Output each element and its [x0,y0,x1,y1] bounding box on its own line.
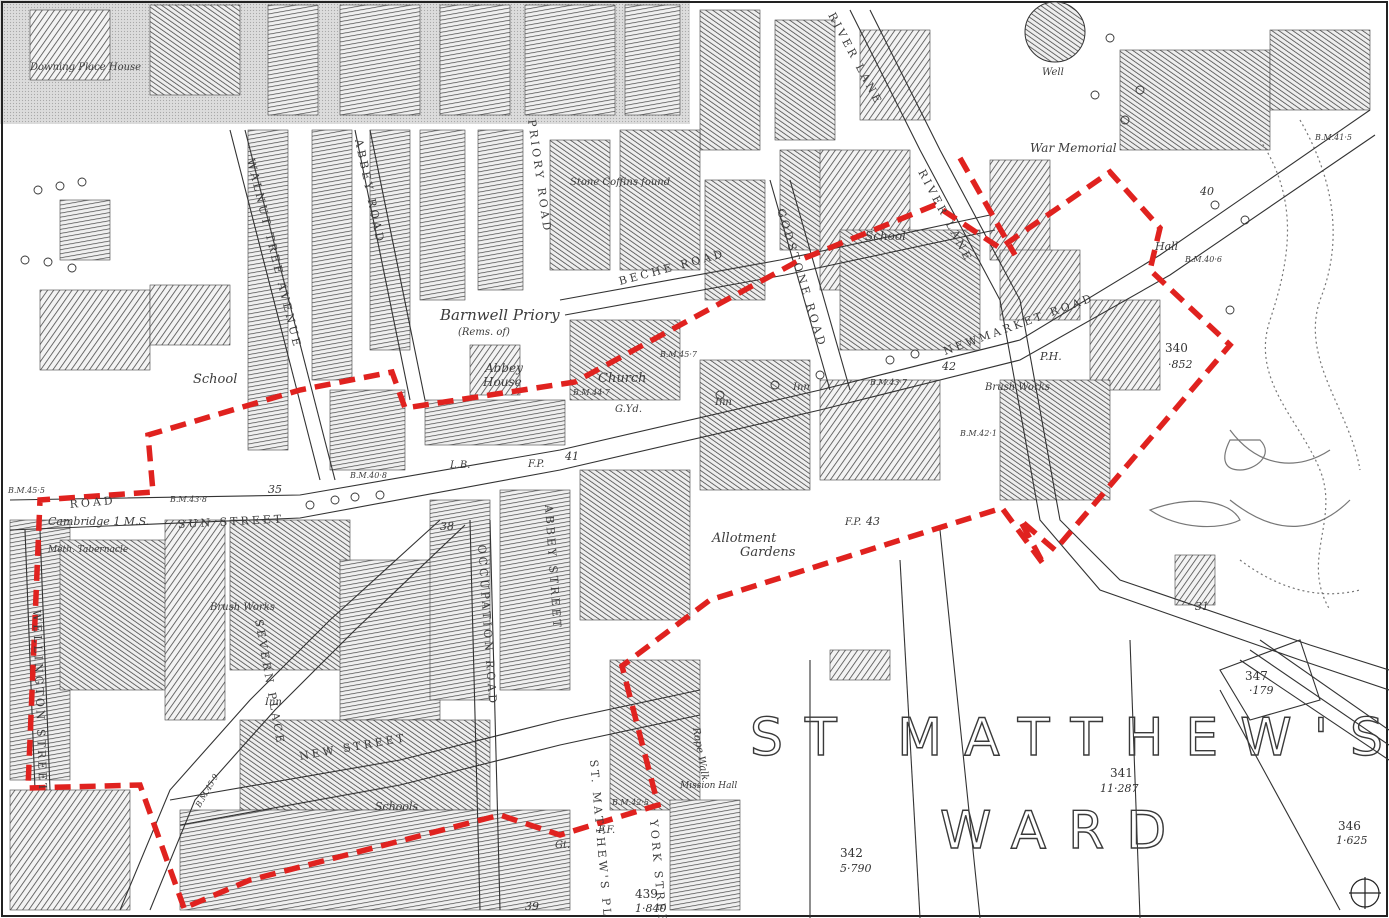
roads [9,9,1389,918]
parcel-numbers: 340 ·852 341 11·287 342 5·790 346 1·625 … [635,341,1368,915]
label-brush-works-east: Brush Works [984,382,1050,393]
trees [20,33,1250,510]
earthworks-east [1148,119,1361,611]
ward-name-line-2: WARD [940,801,1188,861]
parcel-347-number: 347 [1245,669,1268,683]
street-sun-street: SUN STREET [177,512,284,531]
parcel-346-area: 1·625 [1336,834,1368,847]
label-ff: F.F. [597,825,615,836]
building-blocks [9,4,1371,911]
label-remains-of: (Rems. of) [458,327,510,338]
label-meth-tabernacle: Meth. Tabernacle [47,545,128,555]
label-barnwell-priory: Barnwell Priory [439,306,560,324]
label-gyd: G.Yd. [615,404,642,415]
benchmark-1: B.M.41·5 [1314,133,1352,142]
benchmark-3: B.M.42·1 [959,429,997,438]
map-labels: Barnwell Priory (Rems. of) Abbey House C… [29,62,1179,851]
label-fp-1: F.P. [527,459,544,470]
north-point-icon [1349,877,1381,909]
parcel-342-area: 5·790 [840,862,872,875]
parcel-439-number: 439 [635,887,658,901]
benchmark-5: B.M.45·7 [659,350,698,359]
ward-name-line-1: ST MATTHEW'S [750,708,1389,768]
label-ph: P.H. [1039,350,1062,363]
benchmark-8: B.M.43·8 [169,495,207,504]
spot-38: 38 [440,520,454,533]
label-cambridge-ms: Cambridge 1 M.S. [48,515,149,528]
spot-40: 40 [1199,185,1214,198]
label-brush-works-west: Brush Works [209,602,275,613]
benchmark-6: B.M.44·7 [572,388,611,397]
parcel-340-number: 340 [1165,341,1188,355]
benchmark-2: B.M.40·6 [1184,255,1222,264]
spot-41: 41 [564,450,579,463]
benchmark-9: B.M.45·5 [7,486,45,495]
spot-42: 42 [941,360,956,373]
parcel-347-area: ·179 [1249,684,1274,697]
ward-boundary [25,156,1234,911]
label-fp-2: F.P. [844,517,861,528]
label-allotment: Allotment [711,531,777,546]
label-school-west: School [193,372,237,387]
street-road-west: ROAD [69,494,116,511]
spot-31: 31 [1195,600,1209,613]
round-tank [1024,1,1086,63]
label-abbey: Abbey [484,361,523,375]
spot-35: 35 [268,483,282,496]
benchmark-7: B.M.40·8 [349,471,387,480]
label-gardens: Gardens [740,545,796,560]
parcel-341-area: 11·287 [1100,782,1139,795]
parcel-346-number: 346 [1338,819,1361,833]
spot-43: 43 [865,515,880,528]
label-downing-place: Downing Place House [29,62,141,73]
spot-numbers: 42 41 43 31 35 40 38 39 [268,185,1214,913]
label-war-memorial: War Memorial [1030,141,1117,155]
parcel-439-area: 1·840 [635,902,667,915]
benchmark-10: B.M.42·5 [611,798,649,807]
label-inn-1: Inn [714,397,732,408]
street-wellington-street: WELLINGTON STREET [30,610,49,794]
label-gt: Gt. [555,840,570,851]
label-inn-3: Inn [264,697,282,708]
parcel-342-number: 342 [840,846,863,860]
spot-39: 39 [525,900,539,913]
label-lb: L.B. [449,460,470,471]
label-stone-coffins: Stone Coffins found [570,177,670,188]
label-well: Well [1042,67,1064,78]
benchmark-4: B.M.43·7 [869,378,908,387]
label-mission-hall: Mission Hall [679,781,737,791]
parcel-341-number: 341 [1110,766,1133,780]
label-church: Church [598,371,647,386]
label-house: House [482,375,522,389]
parcel-340-area: ·852 [1168,358,1193,371]
label-inn-2: Inn [792,382,810,393]
label-schools-south: Schools [375,800,419,813]
label-hall: Hall [1154,240,1179,253]
label-school-central: School [865,229,906,243]
